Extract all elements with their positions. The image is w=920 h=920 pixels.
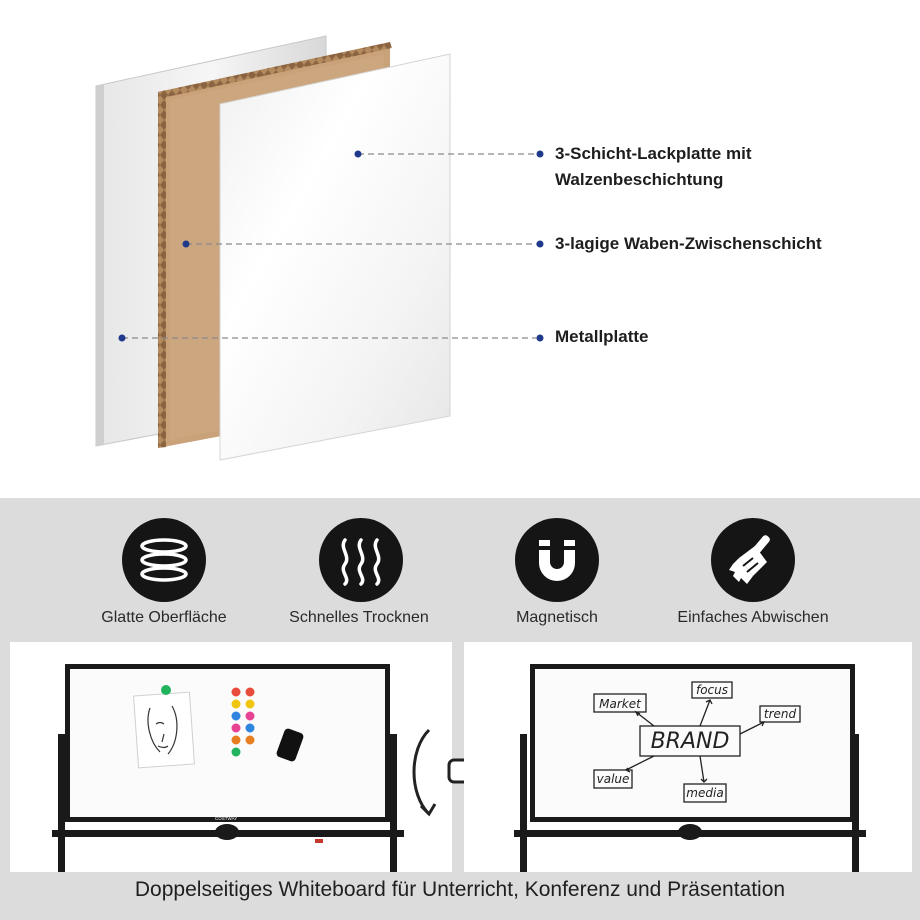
brush-icon xyxy=(729,535,770,584)
feature-magnetisch xyxy=(515,518,599,602)
feature-label: Magnetisch xyxy=(516,609,598,626)
features-section: Glatte Oberfläche Schnelles Trocknen Mag… xyxy=(0,498,920,920)
whiteboard-front-panel: COSTWAY xyxy=(10,642,452,872)
feature-label: Einfaches Abwischen xyxy=(677,609,829,626)
callout-dot xyxy=(182,240,190,248)
lacquer-plate xyxy=(219,53,451,461)
mindmap-word: value xyxy=(597,772,630,786)
callout-dot xyxy=(536,334,544,342)
callout-line: 3-Schicht-Lackplatte mit xyxy=(555,144,752,163)
whiteboard-back-panel: BRAND Market focus trend value media xyxy=(464,642,912,872)
callout-dot xyxy=(536,240,544,248)
callout-line: Walzenbeschichtung xyxy=(555,170,724,189)
feature-label: Glatte Oberfläche xyxy=(101,609,227,626)
feature-glatte-oberflaeche xyxy=(122,518,206,602)
callout-lacquer-plate: 3-Schicht-Lackplatte mit Walzenbeschicht… xyxy=(555,141,752,193)
caption: Doppelseitiges Whiteboard für Unterricht… xyxy=(134,878,786,901)
mindmap-center: BRAND xyxy=(651,729,730,754)
magnet-dots xyxy=(231,687,255,757)
brand-mark: COSTWAY xyxy=(215,816,237,821)
mindmap-word: Market xyxy=(599,697,642,711)
mindmap-word: media xyxy=(686,786,723,800)
layers-stack-icon xyxy=(140,538,188,582)
whiteboard-front: COSTWAY xyxy=(52,664,404,872)
feature-schnelles-trocknen xyxy=(319,518,403,602)
callout-metal-plate: Metallplatte xyxy=(555,327,649,346)
heat-waves-icon xyxy=(341,538,381,586)
whiteboard-back: BRAND Market focus trend value media xyxy=(514,664,866,872)
callout-dot xyxy=(118,334,126,342)
callout-dot xyxy=(536,150,544,158)
layers-illustration xyxy=(95,35,544,461)
layers-section: 3-Schicht-Lackplatte mit Walzenbeschicht… xyxy=(95,35,822,461)
magnet-icon xyxy=(539,540,575,581)
mindmap-word: trend xyxy=(764,707,797,721)
mindmap-word: focus xyxy=(696,683,728,697)
callout-honeycomb: 3-lagige Waben-Zwischenschicht xyxy=(555,234,822,253)
feature-label: Schnelles Trocknen xyxy=(289,609,429,626)
callout-dot xyxy=(354,150,362,158)
feature-einfaches-abwischen xyxy=(711,518,795,602)
